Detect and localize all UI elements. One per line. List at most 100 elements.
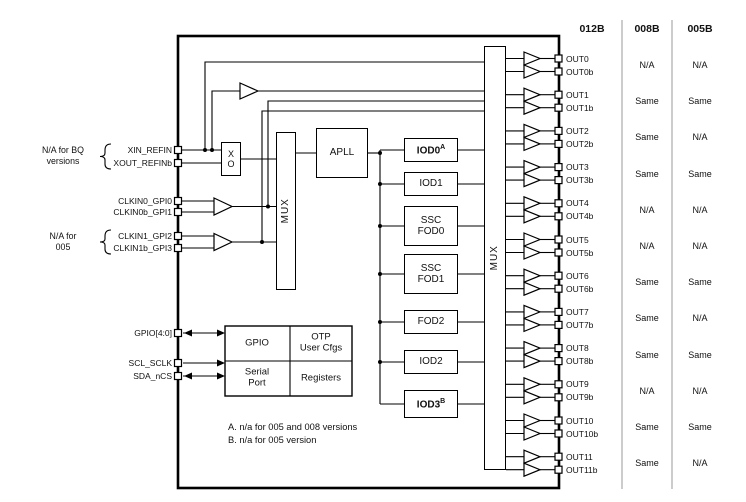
note-na-bq-line1: N/A for BQ — [41, 145, 85, 156]
column-header-005b: 005B — [687, 23, 713, 35]
output-pin — [554, 380, 563, 389]
output-pin-label: OUT1b — [566, 102, 594, 113]
xo-block: X O — [221, 142, 241, 176]
output-pin — [554, 248, 563, 257]
iod1-block: IOD1 — [404, 172, 458, 196]
output-pin-label: OUT7 — [566, 306, 589, 317]
table-value-008b: Same — [635, 458, 659, 469]
output-buffer-icon — [523, 376, 542, 392]
table-value-005b: N/A — [692, 241, 708, 251]
input-buffer-icons — [213, 82, 260, 252]
table-value-005b: N/A — [692, 458, 708, 469]
ssc-fod0-line1: SSC — [420, 214, 442, 226]
output-pin-label: OUT0b — [566, 66, 594, 77]
table-value-005b: N/A — [692, 204, 708, 215]
gpio-register-grid — [224, 325, 353, 397]
output-pin — [554, 271, 563, 280]
output-pin-label: OUT4b — [566, 211, 594, 222]
label-gpio: GPIO[4:0] — [134, 328, 172, 338]
note-na-bq: N/A for BQ versions — [27, 145, 99, 167]
output-pin-label: OUT6 — [566, 270, 589, 281]
output-buffer-icon — [523, 317, 542, 333]
label-clkin1-gpi2: CLKIN1_GPI2 — [118, 231, 172, 241]
output-buffer-icon — [523, 159, 542, 175]
output-buffer-icon — [523, 268, 542, 284]
output-buffer-icon — [523, 51, 542, 66]
note-na-005: N/A for 005 — [27, 231, 99, 253]
fod2-block: FOD2 — [404, 310, 458, 334]
output-pin-label: OUT4 — [566, 198, 589, 209]
iod1-label: IOD1 — [419, 178, 443, 190]
registers-block-label: Registers — [300, 372, 342, 384]
clkin0-buffer-icon — [213, 197, 234, 216]
footnote-ref-a: A — [440, 143, 446, 151]
output-pin-label: OUT6b — [566, 283, 594, 294]
table-value-005b: N/A — [692, 313, 708, 324]
output-buffer-icon — [523, 389, 542, 405]
table-value-005b: Same — [688, 96, 712, 107]
xo-label-x: X — [227, 148, 234, 159]
apll-label: APLL — [329, 147, 355, 159]
output-buffer-icon — [523, 208, 542, 224]
table-value-005b: Same — [688, 422, 712, 432]
arrowheads — [184, 329, 225, 380]
output-buffer-icon — [523, 426, 542, 441]
table-value-008b: N/A — [639, 60, 655, 70]
output-buffer-icon — [523, 136, 542, 152]
table-value-008b: Same — [635, 277, 659, 288]
iod3-label: IOD3B — [416, 397, 446, 410]
output-row — [506, 413, 563, 441]
table-value-005b: Same — [688, 349, 712, 360]
column-header-012b: 012B — [579, 23, 605, 35]
output-buffer-icon — [523, 281, 542, 297]
output-pin-label: OUT0 — [566, 53, 589, 64]
junction-dots — [203, 148, 382, 364]
table-value-008b: N/A — [639, 241, 655, 251]
iod0-label: IOD0A — [416, 143, 446, 156]
label-xout-refinb: XOUT_REFINb — [113, 158, 172, 168]
table-value-005b: N/A — [692, 132, 708, 143]
output-pin-label: OUT9b — [566, 392, 594, 403]
grouping-braces — [99, 143, 112, 255]
clkin1-buffer-icon — [213, 232, 234, 252]
output-row — [506, 376, 563, 405]
output-pin-label: OUT11 — [566, 451, 593, 462]
output-buffer-icon — [523, 245, 542, 260]
output-buffer-icon — [523, 232, 542, 247]
label-scl-sclk: SCL_SCLK — [128, 358, 172, 368]
output-buffer-icon — [523, 340, 542, 356]
table-value-008b: Same — [635, 349, 659, 360]
output-buffer-icon — [523, 304, 542, 320]
input-mux-block: MUX — [276, 132, 296, 290]
column-header-008b: 008B — [634, 23, 660, 35]
output-pin — [554, 344, 563, 353]
output-pin-label: OUT8b — [566, 356, 594, 367]
output-pin — [554, 284, 563, 293]
output-pin — [554, 452, 563, 461]
output-pin-label: OUT2b — [566, 138, 594, 149]
output-pin-label: OUT3 — [566, 162, 589, 173]
output-pin — [554, 235, 563, 244]
output-pin — [554, 429, 563, 438]
label-clkin0b-gpi1: CLKIN0b_GPI1 — [113, 207, 172, 217]
note-na-005-line1: N/A for — [49, 231, 77, 242]
fod2-label: FOD2 — [417, 316, 445, 328]
output-pin — [554, 126, 563, 136]
output-pin — [554, 139, 563, 148]
iod3-block: IOD3B — [404, 390, 458, 418]
chip-outline — [176, 34, 561, 490]
output-buffer-icon — [523, 353, 542, 369]
output-pin — [554, 176, 563, 185]
output-pin-label: OUT3b — [566, 175, 594, 186]
output-buffer-icon — [523, 449, 542, 465]
xo-label-o: O — [227, 159, 235, 169]
output-buffer-icon — [523, 195, 542, 211]
output-buffer-icon — [523, 64, 542, 79]
output-row — [506, 123, 563, 152]
output-buffer-icon — [523, 87, 542, 103]
iod2-block: IOD2 — [404, 350, 458, 374]
output-pin-label: OUT1 — [566, 89, 589, 100]
input-mux-label: MUX — [280, 198, 292, 224]
output-row — [506, 51, 563, 79]
